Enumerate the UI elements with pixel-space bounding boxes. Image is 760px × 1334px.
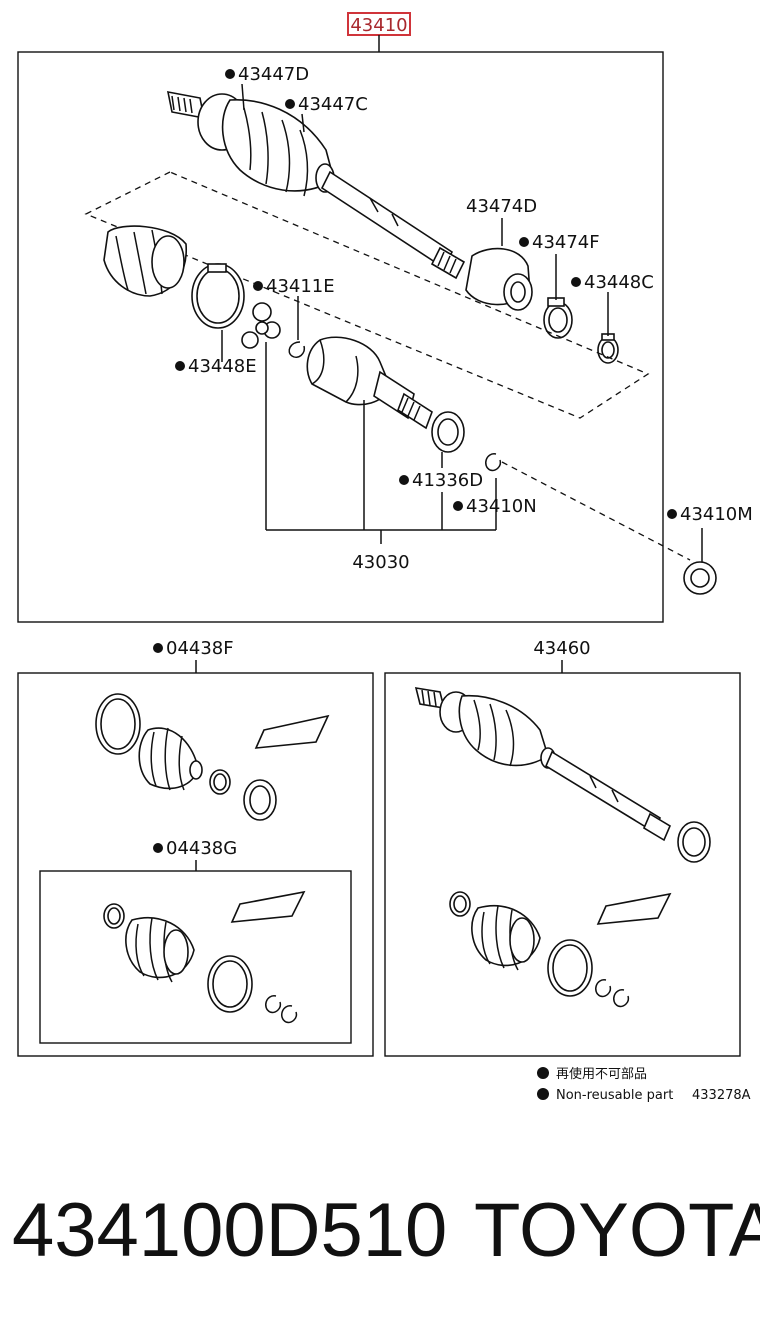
callout-43448C[interactable]: 43448C xyxy=(584,272,654,293)
bearing-43410M xyxy=(683,561,717,595)
footer-part-number: 434100D510 xyxy=(12,1188,447,1273)
callout-04438G[interactable]: 04438G xyxy=(166,838,237,859)
legend-en: Non-reusable part xyxy=(556,1088,673,1103)
inboard-joint-housing xyxy=(306,336,433,430)
main-part-number[interactable]: 43410 xyxy=(350,15,407,36)
callout-43448E[interactable]: 43448E xyxy=(188,356,257,377)
snap-ring-43410N xyxy=(485,453,502,472)
legend-bullet-jp xyxy=(537,1067,549,1079)
legend-bullet-en xyxy=(537,1088,549,1100)
outer-joint-assembly xyxy=(166,90,466,280)
snap-ring-43411E xyxy=(288,341,306,358)
shaft-assembly-43460-parts xyxy=(414,687,711,1008)
boot-kit-F-parts xyxy=(95,693,330,821)
tripod-joint xyxy=(241,302,281,349)
callout-43474F[interactable]: 43474F xyxy=(532,232,600,253)
callout-04438F[interactable]: 04438F xyxy=(166,638,234,659)
boot-kit-frame-F xyxy=(17,672,374,1057)
diagram-code: 433278A xyxy=(692,1088,751,1103)
callout-43030[interactable]: 43030 xyxy=(352,552,409,573)
boot-kit-frame-G xyxy=(39,870,352,1044)
shaft-assembly-frame xyxy=(384,672,741,1057)
callout-43460[interactable]: 43460 xyxy=(533,638,590,659)
damper-weight xyxy=(465,247,533,311)
callout-43410M[interactable]: 43410M xyxy=(680,504,753,525)
boot-kit-G-parts xyxy=(103,890,306,1024)
clamp-43448C xyxy=(597,333,619,364)
inner-boot xyxy=(103,225,187,297)
callout-41336D[interactable]: 41336D xyxy=(412,470,483,491)
oil-seal-41336D xyxy=(431,411,465,453)
clamp-43448E xyxy=(191,263,245,329)
clamp-43474F xyxy=(543,297,573,339)
callout-43447C[interactable]: 43447C xyxy=(298,94,368,115)
main-assembly-frame xyxy=(17,51,664,623)
bracket-43030 xyxy=(265,342,497,544)
callout-43411E[interactable]: 43411E xyxy=(266,276,335,297)
legend-jp: 再使用不可部品 xyxy=(556,1066,647,1082)
footer-brand: TOYOTA xyxy=(474,1188,760,1273)
callout-43447D[interactable]: 43447D xyxy=(238,64,309,85)
callout-43474D[interactable]: 43474D xyxy=(466,196,537,217)
callout-43410N[interactable]: 43410N xyxy=(466,496,537,517)
